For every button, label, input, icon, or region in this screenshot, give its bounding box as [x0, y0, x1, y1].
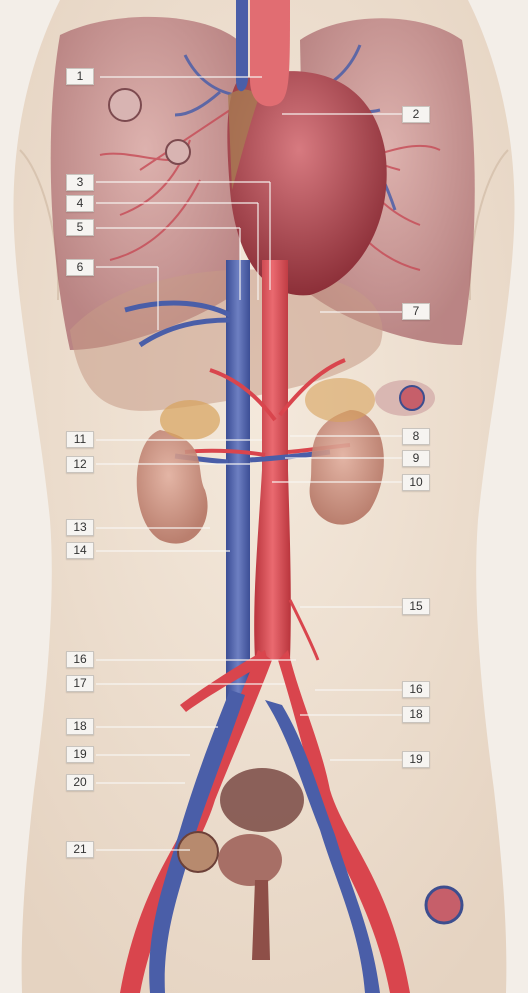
- label-14: 14: [66, 542, 94, 559]
- label-15: 15: [402, 598, 430, 615]
- label-12: 12: [66, 456, 94, 473]
- label-6: 6: [66, 259, 94, 276]
- label-9: 9: [402, 450, 430, 467]
- label-2: 2: [402, 106, 430, 123]
- label-8: 8: [402, 428, 430, 445]
- label-10: 10: [402, 474, 430, 491]
- label-3: 3: [66, 174, 94, 191]
- label-16-left: 16: [66, 651, 94, 668]
- label-7: 7: [402, 303, 430, 320]
- label-18-right: 18: [402, 706, 430, 723]
- label-17: 17: [66, 675, 94, 692]
- label-4: 4: [66, 195, 94, 212]
- label-19-left: 19: [66, 746, 94, 763]
- label-1: 1: [66, 68, 94, 85]
- label-5: 5: [66, 219, 94, 236]
- label-13: 13: [66, 519, 94, 536]
- label-19-right: 19: [402, 751, 430, 768]
- label-20: 20: [66, 774, 94, 791]
- label-18-left: 18: [66, 718, 94, 735]
- label-11: 11: [66, 431, 94, 448]
- label-21: 21: [66, 841, 94, 858]
- label-16-right: 16: [402, 681, 430, 698]
